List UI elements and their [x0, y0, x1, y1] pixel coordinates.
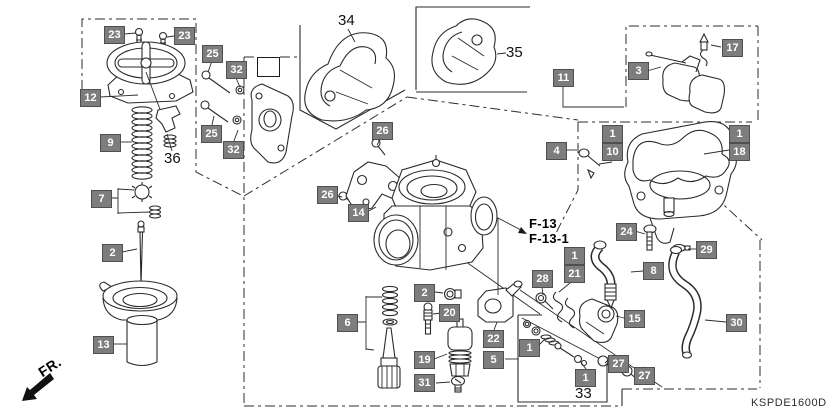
part-cable-bracket-34: [304, 32, 395, 122]
part-starter-valve-19: [447, 318, 473, 377]
callout-box-25: 25: [201, 125, 222, 143]
part-cable-guide-35: [431, 18, 497, 85]
part-screw-24: [643, 224, 657, 251]
group-boundaries: [81, 18, 763, 407]
callout-box-5: 5: [483, 351, 504, 369]
callout-box-1: 1: [729, 125, 750, 143]
callout-box-25: 25: [202, 45, 223, 63]
callout-box-7: 7: [91, 190, 112, 208]
part-bolts-25-washers-32: [200, 70, 245, 125]
callout-box-21: 21: [564, 265, 585, 283]
callout-box-3: 3: [628, 62, 649, 80]
callout-box-19: 19: [414, 351, 435, 369]
callout-box-1: 1: [564, 247, 585, 265]
part-number-36: 36: [164, 150, 181, 167]
callout-box-6: 6: [337, 314, 358, 332]
part-fitting-2: [443, 287, 462, 301]
callout-box-1: 1: [519, 339, 540, 357]
callout-box-22: 22: [483, 330, 504, 348]
callout-box-29: 29: [696, 241, 717, 259]
callout-box-4: 4: [546, 142, 567, 160]
callout-box-23: 23: [104, 26, 125, 44]
part-joint-tube-8: [590, 240, 617, 310]
callout-box-32: 32: [226, 61, 247, 79]
part-float-valve-17: [699, 32, 709, 67]
part-fuel-joint-22: [477, 280, 523, 323]
part-jet-20: [423, 302, 433, 335]
cross-ref-labels: F-13 F-13-1: [529, 216, 569, 246]
part-carburetor-body: [373, 155, 498, 271]
callout-box-30: 30: [726, 314, 747, 332]
callout-box-28: 28: [532, 270, 553, 288]
part-number-34: 34: [338, 12, 355, 29]
callout-box-2: 2: [102, 244, 123, 262]
callout-box-26: 26: [372, 122, 393, 140]
callout-box-10: 10: [602, 143, 623, 161]
part-float-chamber-4: [624, 121, 737, 244]
part-jet-needle-2: [137, 220, 145, 287]
part-clips-21: [552, 291, 576, 329]
cross-ref-f13-1: F-13-1: [529, 231, 570, 246]
part-insulator: [250, 83, 294, 164]
part-float-3: [645, 51, 725, 114]
callout-box-23: 23: [174, 27, 195, 45]
callout-box-1: 1: [575, 369, 596, 387]
part-screw-31: [450, 375, 466, 393]
part-screw-28: [535, 292, 554, 310]
callout-box-18: 18: [729, 143, 750, 161]
part-screw-26-top: [371, 138, 386, 156]
callout-box-13: 13: [93, 336, 114, 354]
callout-box-12: 12: [80, 89, 101, 107]
part-needle-clip-36: [155, 105, 181, 148]
part-number-35: 35: [506, 44, 523, 61]
part-chamber-cover: [106, 41, 194, 121]
part-pilot-screw-row-33: [522, 319, 588, 367]
callout-box-27: 27: [634, 367, 655, 385]
callout-box-31: 31: [414, 374, 435, 392]
callout-box-27: 27: [608, 355, 629, 373]
callout-box-20: 20: [439, 304, 460, 322]
empty-callout-box: [257, 57, 280, 77]
callout-box-32: 32: [223, 141, 244, 159]
callout-box-17: 17: [722, 39, 743, 57]
callout-box-14: 14: [348, 204, 369, 222]
cross-ref-f13: F-13: [529, 216, 557, 231]
callout-box-24: 24: [616, 223, 637, 241]
part-diaphragm-13: [99, 280, 178, 367]
callout-box-9: 9: [100, 134, 121, 152]
callout-box-1: 1: [602, 125, 623, 143]
fr-direction-arrow: [22, 373, 54, 401]
part-needle-jet-7: [131, 182, 162, 219]
cross-ref-arrow: [497, 217, 527, 295]
callout-box-11: 11: [553, 69, 574, 87]
part-drain-screw-10: [578, 148, 601, 180]
part-pilot-screw-set-6: [377, 285, 401, 389]
callout-box-8: 8: [643, 262, 664, 280]
part-air-cut-valve-15: [578, 298, 619, 344]
part-hose-30: [668, 245, 702, 359]
part-spring-9: [131, 106, 153, 180]
part-number-33: 33: [575, 385, 592, 402]
callout-box-26: 26: [317, 186, 338, 204]
diagram-code: KSPDE1600D: [751, 397, 827, 409]
callout-box-2: 2: [414, 284, 435, 302]
callout-box-15: 15: [624, 310, 645, 328]
